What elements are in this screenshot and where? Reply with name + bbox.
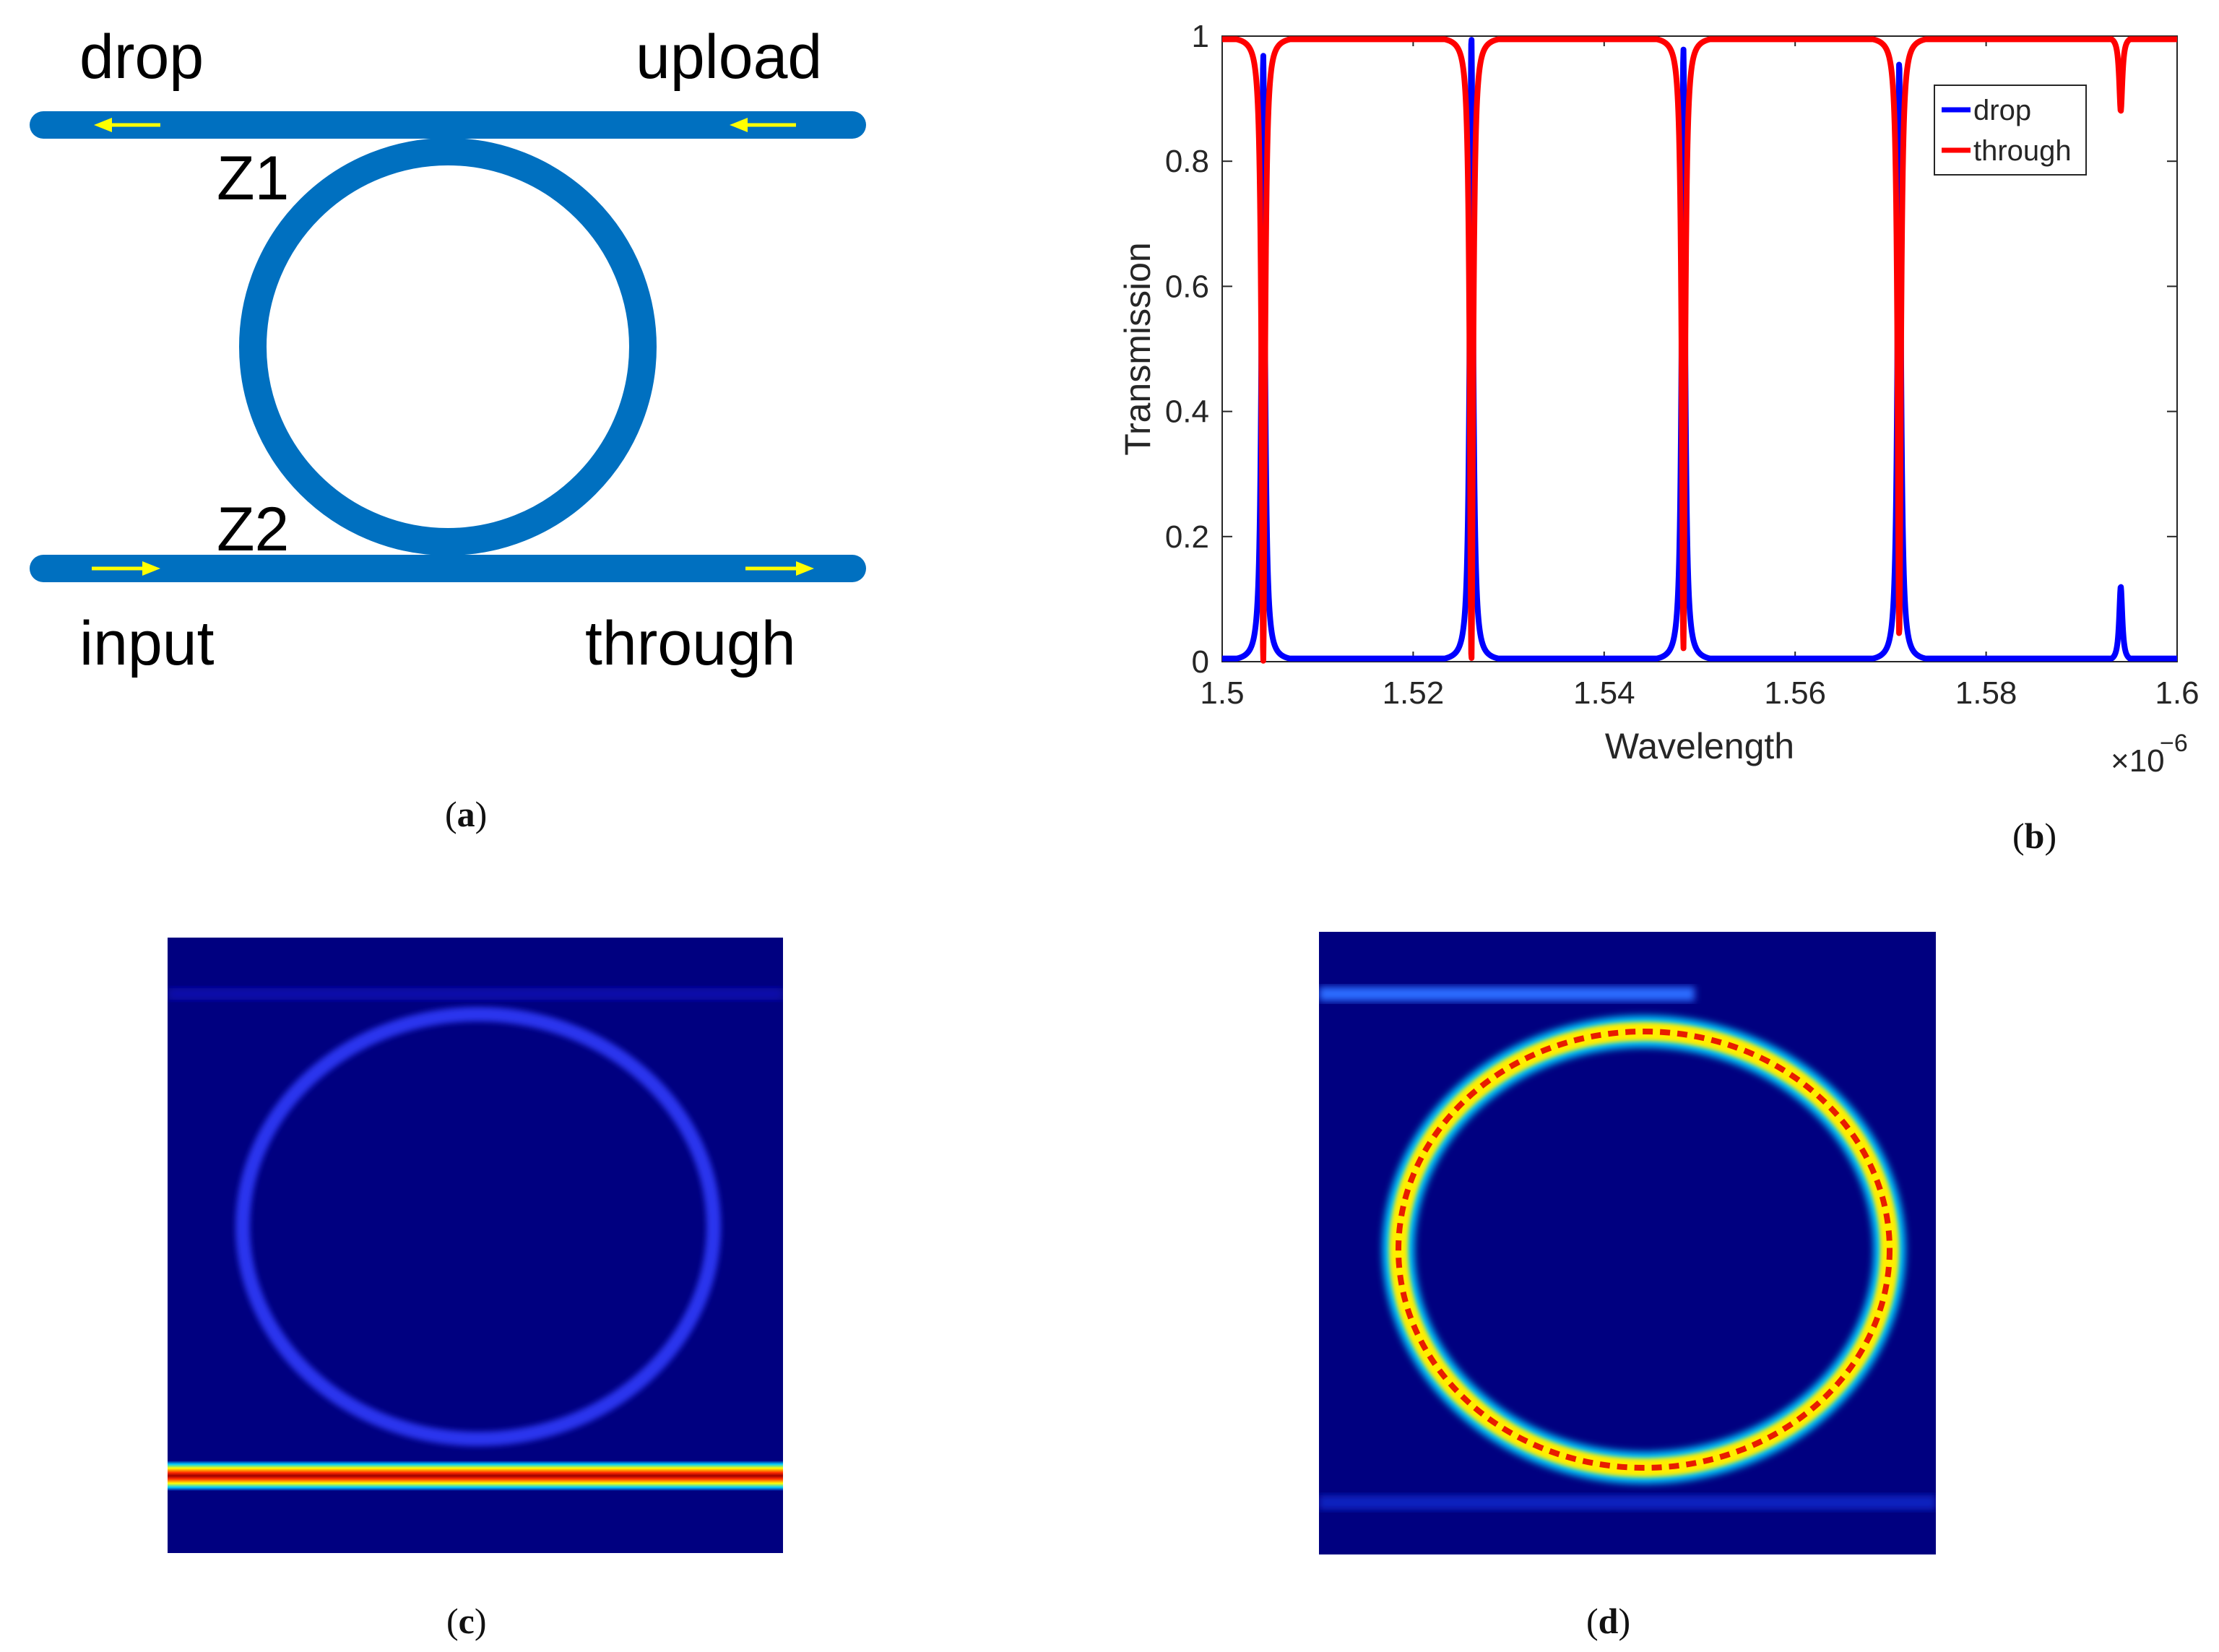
x-tick-label: 1.58 [1955,675,2017,711]
field-map-c [168,938,783,1553]
legend-drop-label: drop [1973,95,2031,126]
arrow-through-icon [745,561,814,576]
y-tick-label: 0.6 [1165,269,1209,304]
tick-layer: 1.5 1.52 1.54 1.56 1.58 1.6 0 0.2 0.4 0.6 0.8 1 [1165,19,2199,711]
x-tick-label: 1.54 [1573,675,1635,711]
panel-a-svg: drop upload Z1 Z2 input through [30,22,866,678]
series-layer [1219,36,2180,664]
upper-waveguide-field-d [1319,987,1695,1001]
field-map-d [1319,932,1936,1554]
caption-c: (c) [446,1601,487,1641]
exponent-base: ×10 [2111,743,2165,779]
legend-through-label: through [1973,135,2072,167]
caption-a: (a) [445,794,488,834]
ring-resonator [239,138,657,555]
panel-b: 1.5 1.52 1.54 1.56 1.58 1.6 0 0.2 0.4 0.6 0.8 1 Tra… [1083,0,2219,809]
arrow-upload-icon [730,118,796,132]
lower-waveguide-field-d [1319,1495,1936,1510]
series-through-line [1219,36,2180,664]
x-tick-label: 1.56 [1764,675,1826,711]
y-axis-label: Transmission [1117,242,1158,455]
x-axis-label: Wavelength [1605,726,1794,766]
ring-field-core-d [1396,1029,1893,1471]
lower-waveguide-field-c [168,1461,783,1491]
y-tick-label: 1 [1192,19,1209,54]
y-tick-label: 0.2 [1165,519,1209,555]
y-tick-label: 0.8 [1165,144,1209,179]
y-tick-label: 0.4 [1165,394,1209,430]
label-upload: upload [636,22,822,92]
series-drop-line [1219,37,2180,662]
label-z1: Z1 [217,144,289,213]
x-tick-label: 1.52 [1383,675,1445,711]
label-drop: drop [79,22,204,92]
label-through: through [585,609,796,678]
panel-d [1319,932,1936,1554]
transmission-chart: 1.5 1.52 1.54 1.56 1.58 1.6 0 0.2 0.4 0.6 0.8 1 Tra… [1117,19,2199,779]
label-z2: Z2 [217,495,289,564]
label-input: input [79,609,215,678]
x-tick-label: 1.5 [1200,675,1244,711]
legend: drop through [1934,85,2087,176]
x-tick-label: 1.6 [2155,675,2199,711]
y-tick-label: 0 [1192,644,1209,680]
panel-c [168,938,783,1553]
exponent-power: −6 [2160,730,2188,757]
caption-d: (d) [1586,1601,1631,1641]
arrow-drop-icon [94,118,160,132]
ring-field-c [235,1007,721,1446]
arrow-input-icon [92,561,160,576]
caption-b: (b) [2012,816,2057,856]
upper-waveguide-field-c [168,988,783,1000]
legend-box [1934,85,2087,176]
field-background-c [168,938,783,1553]
panel-a: drop upload Z1 Z2 input through [0,0,939,722]
